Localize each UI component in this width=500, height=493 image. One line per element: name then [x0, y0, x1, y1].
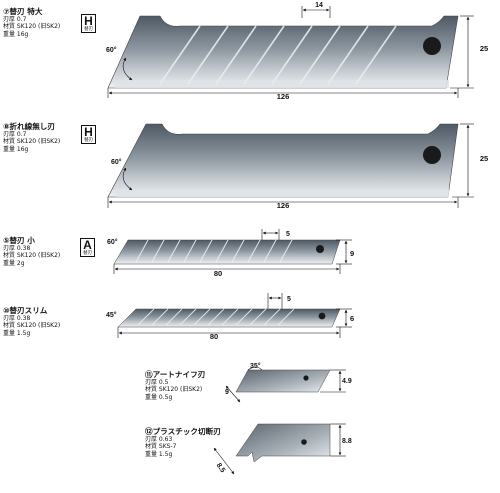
- blade-2-height-label: 25: [480, 154, 488, 163]
- blade-4-height-label: 6: [350, 314, 354, 323]
- blade-2-badge-letter: H: [84, 125, 93, 139]
- blade-1-score-lines: [159, 25, 397, 85]
- blade-4-score-lines: [137, 308, 295, 326]
- blade-5-body: [235, 369, 331, 393]
- blade-1-badge-sub: 替刃: [84, 27, 93, 32]
- blade-4-title: ⑩替刃スリム: [3, 306, 48, 315]
- blade-1-weight: 重量 16g: [3, 30, 29, 38]
- blade-1-title: ⑦替刃 特大: [3, 7, 43, 16]
- blade-3-badge: A 替刃: [80, 238, 95, 257]
- blade-2-badge: H 替刃: [81, 125, 96, 144]
- blade-2-length-label: 126: [277, 201, 290, 210]
- blade-4-spec: ⑩替刃スリム 刃厚 0.38 材質 SK120 (旧SK2) 重量 1.5g: [3, 306, 60, 337]
- blade-2-material: 材質 SK120 (旧SK2): [3, 138, 61, 146]
- blade-6-spec: ⑫プラスチック切断刃 刃厚 0.63 材質 SKS-7 重量 1.5g: [145, 427, 221, 458]
- blade-3-height-label: 9: [350, 249, 354, 258]
- blade-2-cutting-edge: [116, 189, 449, 197]
- blade-4-mount-hole: [318, 312, 326, 320]
- blade-1-angle-arc: [122, 57, 133, 81]
- blade-4-material: 材質 SK120 (旧SK2): [3, 322, 61, 330]
- blade-6-mount-hole: [301, 439, 307, 445]
- blade-6-weight: 重量 1.5g: [145, 450, 173, 458]
- blade-4-segment-label: 5: [287, 296, 291, 303]
- blade-2-drawing: 60° 126 25: [107, 123, 488, 210]
- blade-6-height-label: 8.8: [342, 438, 352, 445]
- blade-2-mount-hole: [423, 146, 441, 164]
- blade-3-spec: ⑤替刃 小 刃厚 0.38 材質 SK120 (旧SK2) 重量 2g: [3, 236, 60, 267]
- blade-3-length-label: 80: [214, 269, 222, 278]
- blade-3-body: [113, 239, 341, 265]
- blade-2-thickness: 刃厚 0.7: [3, 131, 27, 138]
- blade-1-height-label: 25: [480, 44, 488, 53]
- blade-3-drawing: 60° 5 80 9: [107, 229, 354, 278]
- blade-5-thickness: 刃厚 0.5: [145, 379, 169, 386]
- blade-4-weight: 重量 1.5g: [3, 329, 31, 337]
- blade-6-body: [235, 423, 331, 463]
- blade-3-material: 材質 SK120 (旧SK2): [3, 252, 61, 260]
- blade-3-angle-label: 60°: [107, 238, 118, 246]
- blade-1-badge-letter: H: [84, 14, 93, 28]
- blade-3-badge-sub: 替刃: [83, 251, 92, 256]
- blade-3-score-lines: [135, 239, 293, 263]
- blade-2-angle-arc: [122, 167, 133, 191]
- blade-3-thickness: 刃厚 0.38: [3, 245, 31, 252]
- blade-1-length-label: 126: [277, 92, 290, 101]
- blade-6-thickness: 刃厚 0.63: [145, 436, 173, 443]
- blade-4-drawing: 45° 5 80 6: [106, 293, 354, 341]
- blade-5-mount-hole: [303, 375, 309, 381]
- blade-6-drawing: 8.8 8.5: [213, 423, 352, 475]
- blade-2-title: ⑧折れ線無し刃: [3, 122, 55, 131]
- blade-1-thickness: 刃厚 0.7: [3, 16, 27, 23]
- blade-2-body: [107, 123, 459, 198]
- blade-6-title: ⑫プラスチック切断刃: [145, 427, 221, 436]
- blade-1-segment-label: 14: [315, 2, 323, 9]
- blade-3-mount-hole: [316, 245, 324, 253]
- blade-2-spec: ⑧折れ線無し刃 刃厚 0.7 材質 SK120 (旧SK2) 重量 16g: [3, 122, 60, 153]
- blade-5-material: 材質 SK120 (旧SK2): [145, 386, 203, 394]
- blade-5-height-label: 4.9: [342, 378, 352, 385]
- blade-3-title: ⑤替刃 小: [3, 236, 35, 245]
- blade-6-width-dim: [213, 447, 235, 475]
- blade-6-material: 材質 SKS-7: [145, 443, 177, 451]
- blade-1-body: [107, 15, 459, 89]
- blade-2-badge-sub: 替刃: [84, 138, 93, 143]
- blade-2-weight: 重量 16g: [3, 145, 29, 153]
- blade-3-segment-label: 5: [286, 231, 290, 238]
- blade-1-badge: H 替刃: [81, 14, 96, 33]
- blade-1-cutting-edge: [115, 80, 449, 88]
- blade-5-angle-label: 35°: [250, 362, 261, 370]
- blade-5-width-dim: [225, 385, 241, 403]
- blade-2-angle-label: 60°: [111, 158, 122, 166]
- blade-1-material: 材質 SK120 (旧SK2): [3, 23, 61, 31]
- blade-4-thickness: 刃厚 0.38: [3, 315, 31, 322]
- blade-4-angle-label: 45°: [106, 311, 117, 319]
- blade-5-width-label: 9: [225, 389, 229, 396]
- blade-5-spec: ⑪アートナイフ刃 刃厚 0.5 材質 SK120 (旧SK2) 重量 0.5g: [145, 370, 205, 401]
- blade-3-badge-letter: A: [83, 238, 92, 252]
- blade-1-drawing: 60° 14 126 25: [106, 2, 488, 101]
- blade-5-angle-arc: [247, 366, 263, 371]
- blade-5-title: ⑪アートナイフ刃: [145, 370, 206, 379]
- blade-3-weight: 重量 2g: [3, 259, 25, 267]
- blade-5-drawing: 35° 4.9 9: [225, 362, 352, 403]
- blade-6-width-label: 8.5: [215, 462, 226, 474]
- blade-4-length-label: 80: [210, 332, 218, 341]
- blade-1-spec: ⑦替刃 特大 刃厚 0.7 材質 SK120 (旧SK2) 重量 16g: [3, 7, 60, 38]
- blade-1-angle-label: 60°: [106, 46, 117, 54]
- blade-5-weight: 重量 0.5g: [145, 393, 173, 401]
- blade-1-mount-hole: [423, 37, 441, 55]
